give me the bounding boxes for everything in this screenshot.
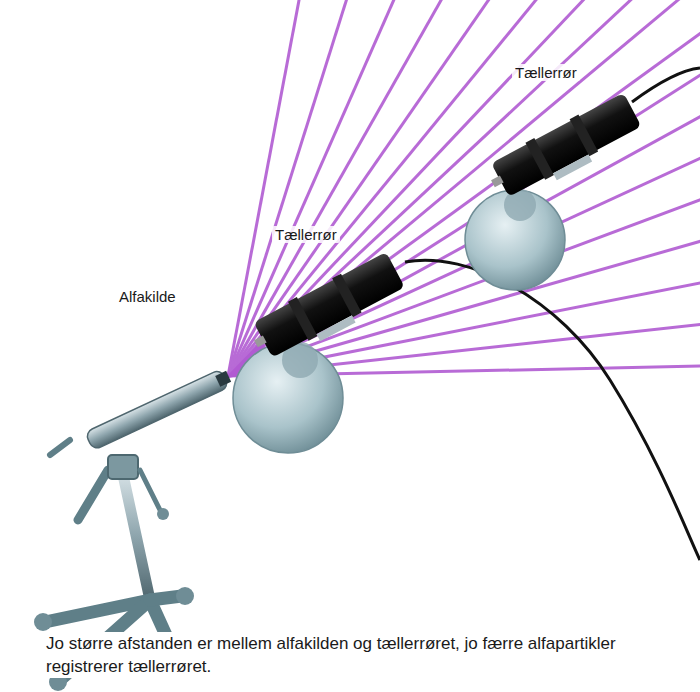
caption: Jo større afstanden er mellem alfakilden…: [46, 632, 686, 678]
tube-base: [465, 190, 565, 290]
alpha-source: [85, 367, 233, 450]
part-label: Tællerrør: [512, 64, 580, 81]
alpha-rays: [228, 0, 700, 376]
counter-tube: [246, 250, 409, 368]
cable: [405, 260, 700, 560]
tube-base: [233, 343, 343, 453]
part-label: Tællerrør: [272, 226, 340, 243]
cable: [632, 68, 700, 102]
counter-tube: [483, 91, 645, 208]
source-label: Alfakilde: [116, 288, 179, 305]
